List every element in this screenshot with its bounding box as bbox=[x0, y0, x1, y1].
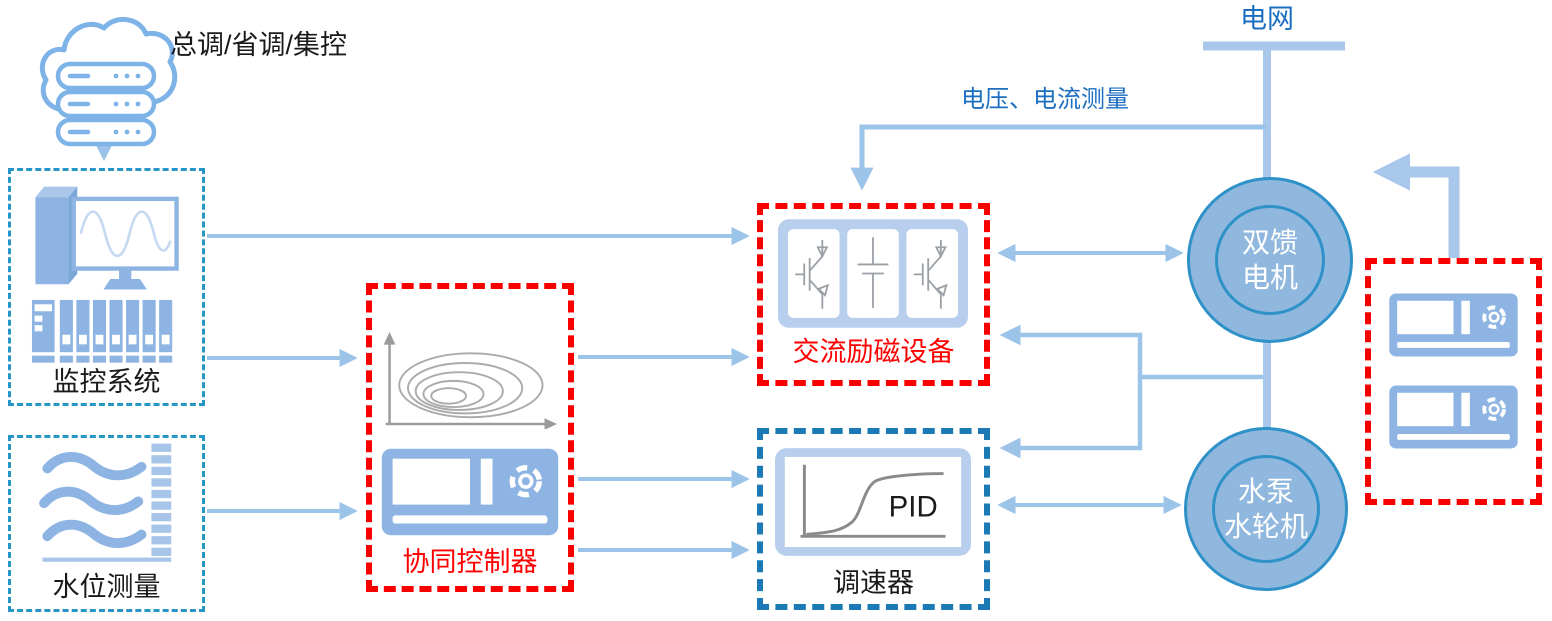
devices-feedback-arrow bbox=[1372, 153, 1460, 258]
governor-box: PID 调速器 bbox=[757, 428, 990, 610]
server-rack-row bbox=[31, 299, 173, 363]
server-stack bbox=[55, 61, 157, 147]
pump-turbine-label: 水泵 水轮机 bbox=[1223, 476, 1308, 542]
shaft-to-excitation-arrow bbox=[999, 324, 1143, 377]
controller-device-icon bbox=[1388, 292, 1519, 358]
vi-measurement-label: 电压、电流测量 bbox=[961, 86, 1129, 113]
igbt-symbol-left bbox=[795, 240, 830, 309]
vi-measurement-arrow bbox=[850, 124, 1267, 191]
cloud-server-icon bbox=[39, 17, 178, 147]
ac-excitation-label: 交流励磁设备 bbox=[792, 337, 955, 367]
measurement-devices-box bbox=[1365, 258, 1542, 505]
pid-step-response-icon: PID bbox=[775, 448, 971, 556]
dispatch-label: 总调/省调/集控 bbox=[170, 30, 348, 60]
pid-label: PID bbox=[889, 491, 938, 524]
water-level-gauge-icon bbox=[39, 443, 172, 562]
shaft-to-governor-arrow bbox=[999, 377, 1143, 459]
dfig-motor-label: 双馈 电机 bbox=[1241, 227, 1298, 293]
igbt-symbol-right bbox=[913, 240, 948, 309]
optimization-contour-icon bbox=[383, 332, 558, 429]
pump-turbine-inner-ring bbox=[1212, 455, 1320, 563]
gauge-ruler bbox=[42, 443, 172, 562]
water-level-box: 水位测量 bbox=[8, 435, 205, 612]
coordinated-controller-label: 协同控制器 bbox=[402, 547, 538, 577]
grid-label: 电网 bbox=[1240, 4, 1294, 34]
controller-device-icon bbox=[380, 447, 560, 537]
controller-device-icon bbox=[1388, 384, 1519, 450]
igbt-converter-icon bbox=[778, 219, 968, 328]
governor-label: 调速器 bbox=[833, 568, 914, 598]
coordinated-controller-box: 协同控制器 bbox=[366, 283, 574, 592]
monitoring-system-label: 监控系统 bbox=[52, 367, 161, 397]
monitoring-system-box: 监控系统 bbox=[8, 168, 205, 406]
scada-workstation-icon bbox=[31, 186, 179, 363]
water-level-label: 水位测量 bbox=[52, 572, 161, 602]
dfig-motor-inner-ring bbox=[1215, 205, 1325, 315]
ac-excitation-box: 交流励磁设备 bbox=[757, 203, 990, 386]
dfig-motor-node: 双馈 电机 bbox=[1187, 177, 1353, 343]
pump-turbine-node: 水泵 水轮机 bbox=[1184, 427, 1348, 591]
capacitor-symbol bbox=[857, 237, 889, 308]
